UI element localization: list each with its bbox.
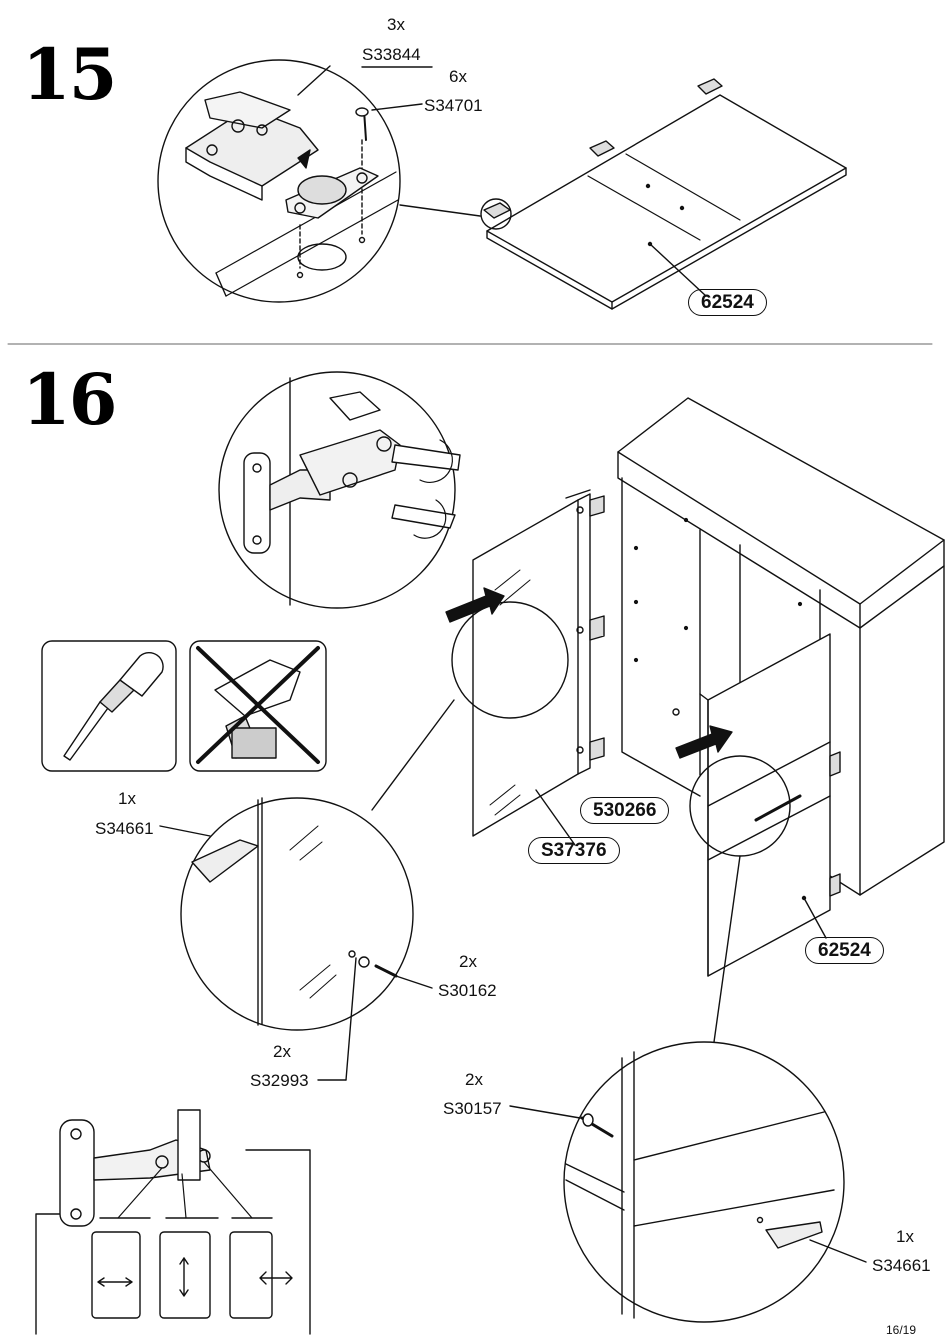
forbidden-cross-icon xyxy=(196,646,320,764)
glass-door-s37376 xyxy=(451,489,605,837)
leader-s34701 xyxy=(371,103,423,111)
callout-qty-s34701: 6x xyxy=(449,67,467,86)
step-number-16: 16 xyxy=(22,358,117,441)
leader-s33844 xyxy=(297,65,331,96)
hinge-adjust-diagram xyxy=(35,1109,311,1335)
leader-front-detail xyxy=(713,855,741,1043)
callout-code-s33844: S33844 xyxy=(362,45,421,64)
door-panel-62524-top xyxy=(480,78,847,310)
leader-detail-15 xyxy=(399,204,481,217)
hinge-adjust-detail-circle xyxy=(218,371,461,609)
leader-s30157 xyxy=(509,1105,581,1119)
insert-arrow-front xyxy=(675,725,733,759)
step-number-15: 15 xyxy=(22,33,117,116)
callout-qty-s30162: 2x xyxy=(459,952,477,971)
handle-detail-circle-bottom xyxy=(563,1041,845,1323)
part-label-s37376: S37376 xyxy=(528,837,620,864)
front-door-62524-bottom xyxy=(689,633,841,977)
leader-s34661-left xyxy=(159,825,211,837)
leader-s32993 xyxy=(345,957,357,1081)
callout-qty-s32993: 2x xyxy=(273,1042,291,1061)
callout-qty-s33844: 3x xyxy=(387,15,405,34)
part-label-62524-top: 62524 xyxy=(688,289,767,316)
part-label-62524-bottom: 62524 xyxy=(805,937,884,964)
callout-code-s34661-left: S34661 xyxy=(95,819,154,838)
adjust-arrow-vertical-icon xyxy=(179,1257,189,1297)
glass-handle-detail-circle xyxy=(180,797,414,1031)
callout-code-s32993: S32993 xyxy=(250,1071,309,1090)
callout-code-s34661-right: S34661 xyxy=(872,1256,931,1275)
hinge-detail-circle-15 xyxy=(157,59,401,303)
callout-qty-s30157: 2x xyxy=(465,1070,483,1089)
callout-qty-s34661-right: 1x xyxy=(896,1227,914,1246)
cabinet-body xyxy=(617,397,945,896)
adjust-arrow-depth-icon xyxy=(259,1271,293,1285)
insert-arrow-glass xyxy=(445,587,505,623)
page-number: 16/19 xyxy=(886,1323,917,1337)
leader-glass-detail xyxy=(371,699,455,811)
leader-s30162 xyxy=(395,975,433,989)
leader-s37376 xyxy=(535,789,576,846)
leader-s34661-right xyxy=(809,1239,867,1263)
callout-code-s30162: S30162 xyxy=(438,981,497,1000)
callout-code-s30157: S30157 xyxy=(443,1099,502,1118)
callout-qty-s34661-left: 1x xyxy=(118,789,136,808)
adjust-arrow-horizontal-icon xyxy=(97,1277,133,1287)
part-label-530266: 530266 xyxy=(580,797,670,824)
callout-code-s34701: S34701 xyxy=(424,96,483,115)
screwdriver-icon xyxy=(41,640,177,772)
